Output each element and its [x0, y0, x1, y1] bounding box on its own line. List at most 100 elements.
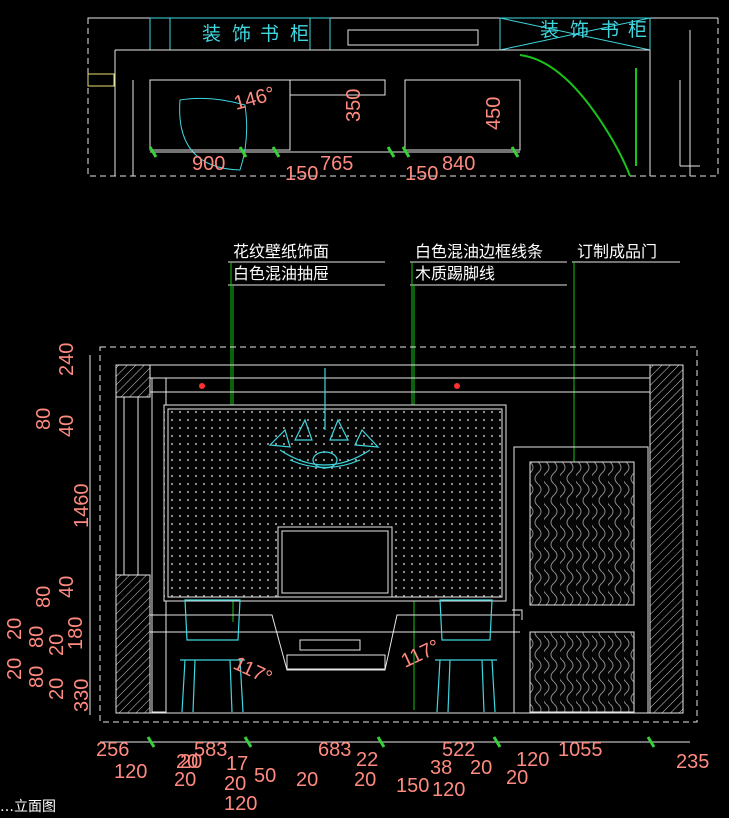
chair-right: [435, 599, 497, 713]
console-top: [150, 614, 520, 671]
wall-hatch-right: [649, 364, 684, 714]
plan-cabinet-left-char-0: 装: [202, 23, 221, 45]
label-skirting: 木质踢脚线: [415, 264, 495, 283]
left-dim-20c: 20: [4, 658, 26, 680]
plan-tv-console: [288, 79, 386, 96]
plan-depth-350: 350: [343, 89, 365, 122]
left-dim-40a: 40: [56, 415, 78, 437]
plan-hood: [347, 29, 479, 46]
label-frame-molding: 白色混油边框线条: [415, 242, 543, 261]
plan-dim-840: 840: [442, 153, 475, 175]
plan-dim-tick: [271, 146, 281, 158]
plan-dim-765: 765: [320, 153, 353, 175]
label-door: 订制成品门: [577, 242, 657, 261]
bottom-dim-tick: [646, 736, 656, 748]
door-panel-upper: [529, 461, 635, 606]
chair-left: [180, 599, 245, 713]
plan-counter-left: [149, 79, 291, 151]
plan-cabinet-right-char-2: 书: [600, 19, 619, 41]
bottom-dimensions: 256 583 683 522 1055 120 20 20 17 20 20 …: [96, 736, 709, 815]
bottom-dim-low-2: 120: [432, 779, 465, 801]
plan-dim-tick: [386, 146, 396, 158]
plan-dim-tick: [401, 146, 411, 158]
wall-hatch-top-left: [115, 364, 151, 398]
plan-cabinet-left-char-2: 书: [260, 23, 279, 45]
bottom-dim-256: 256: [96, 739, 129, 761]
bottom-dim-low-0: 120: [224, 793, 257, 813]
bottom-dim-mid-8: 20: [470, 757, 492, 779]
television: [277, 526, 393, 598]
bottom-dim-low-3: 20: [354, 769, 376, 791]
plan-cabinet-left-char-3: 柜: [290, 23, 309, 45]
bottom-dim-mid-0: 120: [114, 761, 147, 783]
downlight-right: [454, 383, 460, 389]
left-dim-80c: 80: [26, 626, 48, 648]
elevation-angle-left: 117°: [230, 653, 275, 690]
bottom-dim-mid-2: 20: [174, 769, 196, 791]
plan-dim-150a: 150: [285, 163, 318, 185]
left-dim-180: 180: [65, 617, 87, 650]
left-dim-240: 240: [56, 343, 78, 376]
plan-dim-tick: [148, 146, 158, 158]
bottom-dim-mid-4: 20: [224, 773, 246, 795]
left-dim-40b: 40: [56, 576, 78, 598]
downlight-left: [199, 383, 205, 389]
bottom-dim-522: 522: [442, 739, 475, 761]
left-dim-80a: 80: [33, 408, 55, 430]
plan-door-swing-arc: [519, 54, 631, 177]
bottom-dim-mid-12: 235: [676, 751, 709, 773]
drawing-title-fragment: …立面图: [0, 799, 56, 813]
bottom-dim-low-4: 20: [176, 751, 198, 773]
bottom-dim-mid-1: 20: [180, 751, 202, 773]
plan-dim-tick: [510, 146, 520, 158]
bottom-dim-mid-9: 120: [516, 749, 549, 771]
bottom-dim-mid-7: 38: [430, 757, 452, 779]
left-dim-80b: 80: [33, 586, 55, 608]
bottom-dim-mid-3: 17: [226, 753, 248, 775]
label-wallpaper: 花纹壁纸饰面: [233, 242, 329, 261]
bottom-dim-mid-11: 50: [254, 765, 276, 787]
bottom-dim-tick: [376, 736, 386, 748]
plan-cabinet-right-char-1: 饰: [570, 19, 589, 41]
door-handle: [512, 609, 523, 620]
plan-counter-right: [404, 79, 521, 151]
left-dim-330: 330: [71, 679, 93, 712]
plan-cabinet-right-cross2: [499, 17, 651, 51]
plan-window-mark: [87, 73, 115, 87]
left-dim-80d: 80: [26, 666, 48, 688]
bottom-dim-tick: [492, 736, 502, 748]
console-drawer: [286, 654, 386, 670]
bottom-dim-low-1: 150: [396, 775, 429, 797]
left-dim-20b: 20: [46, 634, 68, 656]
chandelier: [268, 368, 380, 469]
left-dimensions: 240 80 40 1460 80 40 20 80 180 20 20 80 …: [4, 343, 93, 715]
left-dim-20d: 20: [46, 678, 68, 700]
bottom-dim-tick: [146, 736, 156, 748]
plan-chair: [179, 97, 248, 171]
left-dim-20a: 20: [4, 618, 26, 640]
plan-cabinet-right-char-3: 柜: [628, 19, 647, 41]
door-panel-lower: [529, 631, 635, 713]
bottom-dim-683: 683: [318, 739, 351, 761]
plan-dim-150b: 150: [405, 163, 438, 185]
elevation-angle-right: 117°: [398, 636, 443, 673]
console-device: [299, 639, 361, 651]
wall-hatch-bottom-left: [115, 574, 151, 714]
left-window-frame: [123, 396, 139, 576]
label-drawer: 白色混油抽屉: [233, 264, 329, 283]
bottom-dim-583: 583: [194, 739, 227, 761]
left-dim-1460: 1460: [71, 484, 93, 529]
bottom-dim-mid-5: 20: [296, 769, 318, 791]
bottom-dim-mid-6: 22: [356, 749, 378, 771]
plan-cabinet-left-char-1: 饰: [232, 23, 251, 45]
television-screen: [281, 530, 389, 594]
bottom-dim-mid-10: 20: [506, 767, 528, 789]
bottom-dim-1055: 1055: [558, 739, 603, 761]
plan-cabinet-right-char-0: 装: [540, 19, 559, 41]
plan-depth-450: 450: [483, 97, 505, 130]
elevation-view: 117° 117°: [99, 346, 698, 723]
plan-view: 装 饰 书 柜 装 饰 书 柜 900 150 765 150: [87, 17, 719, 185]
elevation-frame: [99, 346, 698, 723]
